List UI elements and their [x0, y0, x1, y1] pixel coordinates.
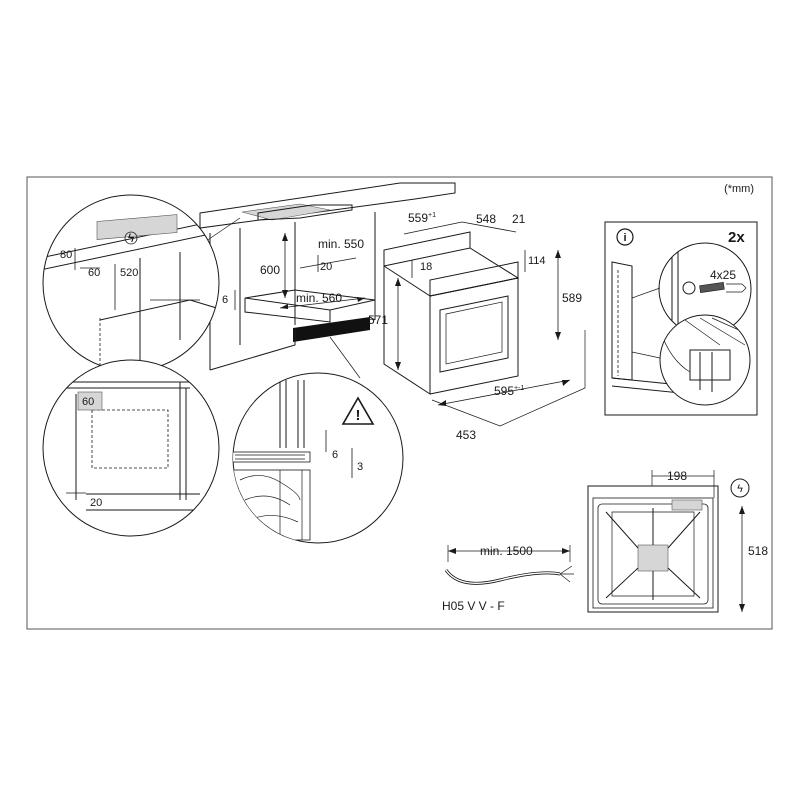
offset-label: 3 — [357, 461, 363, 473]
front-offset-label: 21 — [512, 212, 526, 226]
cable-length-label: min. 1500 — [480, 544, 533, 558]
mounting-panel: i 2x 4x25 — [604, 221, 758, 416]
oven-height-label: 589 — [562, 291, 582, 305]
diagram-frame — [26, 176, 773, 630]
hob-height-label: 80 — [60, 249, 72, 261]
detail-side-circle: 60 20 — [42, 359, 220, 537]
cable-type-label: H05 V V - F — [442, 599, 505, 613]
rear-gap-label: 20 — [320, 261, 332, 273]
screw-size-label: 4x25 — [710, 268, 736, 282]
warning-icon — [341, 396, 375, 425]
screw-icon — [699, 282, 725, 293]
cabinet-depth-label: 520 — [120, 267, 138, 279]
socket-height-label: 518 — [748, 544, 768, 558]
cabinet-scene: 600 min. 550 20 6 min. 560 — [189, 182, 456, 371]
niche-height-label: 600 — [260, 263, 280, 277]
socket-electric-icon — [730, 478, 750, 498]
electric-symbol-ring — [124, 231, 138, 245]
top-detail-label: 60 — [82, 396, 94, 408]
oven-depth-label: 548 — [476, 212, 496, 226]
gap-label: 6 — [332, 449, 338, 461]
plinth-vent — [293, 317, 370, 342]
detail-hob-circle: ϟ 80 60 520 — [42, 194, 220, 372]
hob-offset-label: 60 — [88, 267, 100, 279]
detail-gap-circle: ! 6 3 — [232, 336, 404, 544]
bottom-detail-label: 20 — [90, 497, 102, 509]
oven-width-top-label: 559+1 — [408, 211, 436, 225]
lightning-icon: ϟ — [737, 483, 743, 495]
niche-depth-label: min. 550 — [318, 237, 364, 251]
panel-offset-label: 18 — [420, 261, 432, 273]
oven-front-view: 198 ϟ 518 — [587, 469, 768, 613]
info-icon — [616, 228, 634, 246]
oven-view: 559+1 548 21 18 114 589 571 595+-1 453 — [368, 211, 586, 442]
plinth-label: 6 — [222, 294, 228, 306]
front-height-label: 571 — [368, 313, 388, 327]
socket-offset-label: 198 — [667, 469, 687, 483]
lightning-icon: ϟ — [128, 231, 135, 245]
mount-count-label: 2x — [728, 229, 745, 246]
oven-depth-bottom-label: 453 — [456, 428, 476, 442]
panel-height-label: 114 — [528, 255, 546, 267]
cable-section: min. 1500 H05 V V - F — [442, 544, 574, 613]
screw-washer-icon — [682, 281, 696, 295]
info-mark: i — [623, 232, 626, 244]
oven-width-bottom-label: 595+-1 — [494, 384, 524, 398]
warning-mark: ! — [356, 407, 361, 424]
niche-width-label: min. 560 — [296, 291, 342, 305]
unit-note: (*mm) — [724, 183, 754, 195]
